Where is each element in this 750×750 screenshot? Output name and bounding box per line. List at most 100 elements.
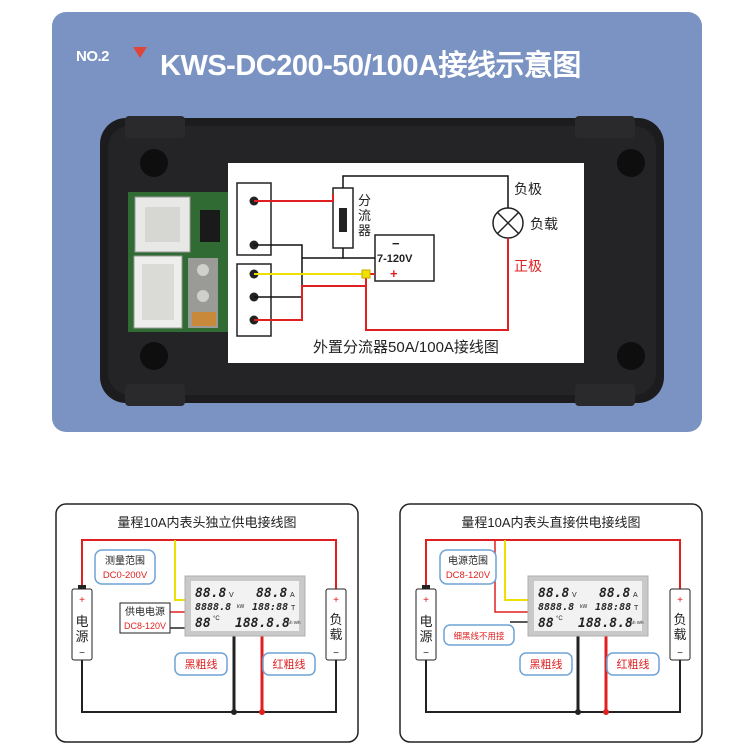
black-wire <box>342 175 509 208</box>
power-voltage-label: 7-120V <box>377 253 413 265</box>
svg-text:V: V <box>229 592 234 599</box>
mount-clip-top-left <box>125 116 185 138</box>
top-wiring-card: 分 流 器 − 7-120V + 负极 负载 正极 外置分流器50A/100A接… <box>228 163 584 363</box>
red-wire <box>81 539 337 589</box>
mount-clip-top-right <box>575 116 635 138</box>
svg-text:−: − <box>423 648 429 659</box>
load-label-1: 负 <box>673 612 686 627</box>
load-label-2: 载 <box>673 627 686 642</box>
measure-range-callout <box>94 549 156 585</box>
supply-range-callout <box>439 549 497 585</box>
screw-hole <box>617 149 645 177</box>
bottom-left-diagram: 量程10A内表头独立供电接线图 + 电 源 − + 负 载 − 测量范围 DC0… <box>55 503 359 743</box>
shunt-label-2: 流 <box>358 208 371 223</box>
lcd-time: 188:88 <box>595 602 631 613</box>
screw-hole <box>617 342 645 370</box>
measure-range-label: 测量范围 <box>105 554 145 567</box>
lcd-voltage: 88.8 <box>538 586 569 601</box>
lcd-current: 88.8 <box>599 586 630 601</box>
svg-text:kW: kW <box>580 604 588 610</box>
measure-range-value: DC0-200V <box>103 570 148 581</box>
mount-clip-bottom-right <box>575 384 635 406</box>
terminal-block-3pin <box>236 263 272 337</box>
power-source-label-2: 源 <box>75 629 88 644</box>
minus-sign: − <box>392 236 400 251</box>
yellow-wire <box>174 540 185 601</box>
power-source-label-2: 源 <box>419 629 432 644</box>
connector-bottom-socket <box>142 264 174 320</box>
load-box <box>325 588 347 661</box>
svg-text:V: V <box>572 592 577 599</box>
lcd-energy: 188.8.8 <box>578 616 633 631</box>
component <box>200 210 220 242</box>
red-wire <box>425 539 681 589</box>
connector-top-socket <box>145 207 180 242</box>
power-source-label-1: 电 <box>419 614 432 629</box>
diagram-caption: 外置分流器50A/100A接线图 <box>313 339 499 356</box>
svg-text:°C: °C <box>556 616 563 622</box>
black-wire-callout <box>519 652 573 676</box>
black-wire <box>81 660 337 713</box>
unused-wire-callout <box>443 624 515 646</box>
svg-text:+: + <box>423 595 429 606</box>
load-box <box>669 588 691 661</box>
supply-label: 供电电源 <box>125 605 165 618</box>
supply-range-value: DC8-120V <box>446 570 491 581</box>
load-label-2: 载 <box>329 627 342 642</box>
bottom-right-diagram: 量程10A内表头直接供电接线图 + 电 源 − + 负 载 − 电源范围 DC8… <box>399 503 703 743</box>
svg-text:°C: °C <box>213 616 220 622</box>
svg-text:T: T <box>634 605 639 612</box>
terminal-block-2pin <box>236 182 272 256</box>
lcd-energy: 188.8.8 <box>235 616 290 631</box>
red-wire <box>254 194 334 202</box>
svg-text:Ah Wh: Ah Wh <box>630 620 644 625</box>
page-title: KWS-DC200-50/100A接线示意图 <box>160 50 581 82</box>
supply-range-label: 电源范围 <box>448 554 488 567</box>
black-wire <box>425 660 681 713</box>
lcd-time: 188:88 <box>252 602 288 613</box>
load-label: 负载 <box>530 216 558 232</box>
svg-text:A: A <box>633 592 638 599</box>
screw-hole <box>140 342 168 370</box>
lcd-screen <box>191 581 299 631</box>
mount-clip-bottom-left <box>125 384 185 406</box>
lcd-screen <box>534 581 642 631</box>
plus-sign: + <box>390 266 398 281</box>
supply-box <box>119 602 171 634</box>
screw-hole <box>140 149 168 177</box>
black-wire-label: 黑粗线 <box>530 657 563 671</box>
positive-pole-label: 正极 <box>514 258 542 274</box>
svg-text:kW: kW <box>237 604 245 610</box>
red-wire-callout <box>262 652 316 676</box>
black-wire-label: 黑粗线 <box>185 657 218 671</box>
load-label-1: 负 <box>329 612 342 627</box>
black-wire-callout <box>174 652 228 676</box>
red-wire-label: 红粗线 <box>617 657 650 671</box>
svg-text:−: − <box>333 648 339 659</box>
supply-value: DC8-120V <box>124 621 166 631</box>
red-wire-callout <box>606 652 660 676</box>
svg-text:+: + <box>79 595 85 606</box>
lcd-temp: 88 <box>195 616 211 631</box>
lcd-power: 8888.8 <box>195 602 231 613</box>
unused-wire-note: 细黑线不用接 <box>453 631 505 641</box>
svg-text:+: + <box>333 595 339 606</box>
power-source-label-1: 电 <box>75 614 88 629</box>
lcd-voltage: 88.8 <box>195 586 226 601</box>
section-number: NO.2 <box>76 48 110 65</box>
svg-text:−: − <box>677 648 683 659</box>
lcd-current: 88.8 <box>256 586 287 601</box>
svg-text:A: A <box>290 592 295 599</box>
shunt-label-3: 器 <box>358 223 371 238</box>
negative-pole-label: 负极 <box>514 181 542 197</box>
red-wire <box>365 238 509 331</box>
shunt-label-1: 分 <box>358 193 371 208</box>
svg-text:+: + <box>677 595 683 606</box>
lcd-power: 8888.8 <box>538 602 574 613</box>
yellow-wire <box>504 540 528 601</box>
triangle-down-icon <box>133 47 147 58</box>
svg-text:T: T <box>291 605 296 612</box>
red-wire-label: 红粗线 <box>273 657 306 671</box>
lcd-temp: 88 <box>538 616 554 631</box>
